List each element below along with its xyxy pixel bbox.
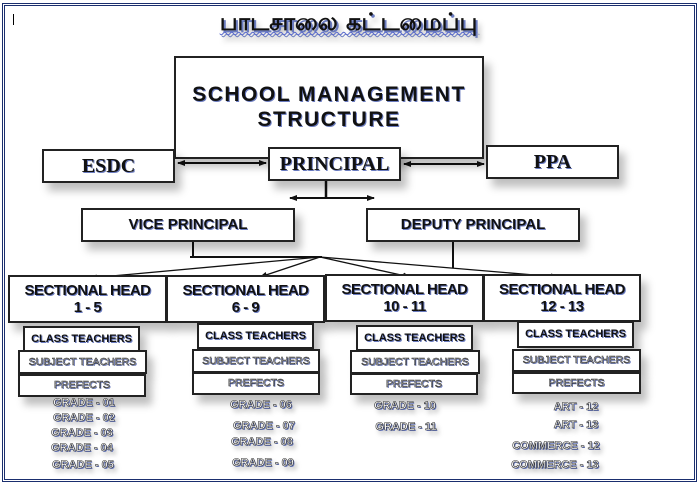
vice-principal-box: VICE PRINCIPAL (81, 208, 295, 242)
subject-teachers-box: SUBJECT TEACHERS (350, 350, 480, 374)
deputy-principal-box: DEPUTY PRINCIPAL (366, 208, 580, 242)
ppa-box: PPA (486, 145, 619, 179)
prefects-box: PREFECTS (18, 374, 146, 397)
principal-label: PRINCIPAL (279, 152, 390, 175)
class-teachers-label: CLASS TEACHERS (364, 331, 465, 344)
prefects-box: PREFECTS (350, 373, 478, 395)
class-teachers-box: CLASS TEACHERS (197, 323, 314, 349)
prefects-label: PREFECTS (548, 376, 605, 390)
grade-item: GRADE - 07 (233, 420, 295, 433)
school-management-structure-box: SCHOOL MANAGEMENT STRUCTURE (174, 56, 484, 159)
top-box-line1: SCHOOL MANAGEMENT (192, 83, 466, 107)
grade-item: GRADE - 08 (231, 436, 293, 449)
subject-teachers-box: SUBJECT TEACHERS (512, 349, 641, 372)
grade-item: COMMERCE - 13 (511, 459, 599, 472)
section-range: 1 - 5 (73, 299, 102, 316)
prefects-label: PREFECTS (385, 377, 443, 391)
principal-box: PRINCIPAL (268, 147, 401, 181)
subject-teachers-label: SUBJECT TEACHERS (522, 354, 631, 367)
grade-item: GRADE - 05 (52, 459, 114, 472)
section-title: SECTIONAL HEAD (24, 281, 151, 299)
grade-item: ART - 12 (553, 401, 599, 414)
deputy-principal-label: DEPUTY PRINCIPAL (400, 216, 546, 234)
class-teachers-label: CLASS TEACHERS (525, 328, 626, 341)
top-box-line2: STRUCTURE (257, 107, 401, 131)
class-teachers-box: CLASS TEACHERS (356, 325, 473, 351)
section-range: 10 - 11 (383, 298, 426, 315)
subject-teachers-box: SUBJECT TEACHERS (18, 350, 147, 374)
section-range: 6 - 9 (231, 299, 260, 316)
prefects-box: PREFECTS (192, 372, 320, 395)
title-text: பாடசாலை கட்டமைப்பு (219, 8, 478, 36)
tamil-title: பாடசாலை கட்டமைப்பு (0, 8, 697, 39)
esdc-box: ESDC (42, 149, 175, 183)
subject-teachers-label: SUBJECT TEACHERS (28, 355, 137, 369)
grade-item: GRADE - 11 (375, 421, 437, 434)
prefects-label: PREFECTS (53, 379, 111, 392)
grade-item: GRADE - 09 (232, 457, 294, 470)
vice-principal-label: VICE PRINCIPAL (128, 216, 248, 234)
subject-teachers-label: SUBJECT TEACHERS (202, 354, 310, 368)
page-border (2, 3, 697, 482)
class-teachers-label: CLASS TEACHERS (31, 332, 132, 345)
section-title: SECTIONAL HEAD (341, 280, 468, 298)
prefects-box: PREFECTS (512, 372, 641, 394)
text-cursor (13, 14, 14, 25)
grade-item: GRADE - 01 (53, 397, 115, 410)
grade-item: GRADE - 10 (374, 400, 436, 413)
grade-item: COMMERCE - 12 (512, 440, 600, 453)
class-teachers-box: CLASS TEACHERS (517, 321, 634, 348)
class-teachers-label: CLASS TEACHERS (205, 329, 306, 342)
section-title: SECTIONAL HEAD (498, 280, 626, 298)
section-range: 12 - 13 (540, 298, 584, 315)
prefects-label: PREFECTS (227, 377, 285, 390)
grade-item: GRADE - 03 (51, 427, 113, 440)
subject-teachers-label: SUBJECT TEACHERS (361, 355, 469, 369)
class-teachers-box: CLASS TEACHERS (23, 326, 140, 352)
grade-item: GRADE - 06 (230, 399, 292, 412)
section-title: SECTIONAL HEAD (182, 281, 309, 299)
esdc-label: ESDC (81, 154, 136, 177)
grade-item: GRADE - 02 (53, 412, 115, 425)
grade-item: GRADE - 04 (51, 442, 113, 455)
subject-teachers-box: SUBJECT TEACHERS (192, 349, 320, 373)
grade-item: ART - 13 (553, 419, 599, 432)
ppa-label: PPA (533, 150, 572, 173)
